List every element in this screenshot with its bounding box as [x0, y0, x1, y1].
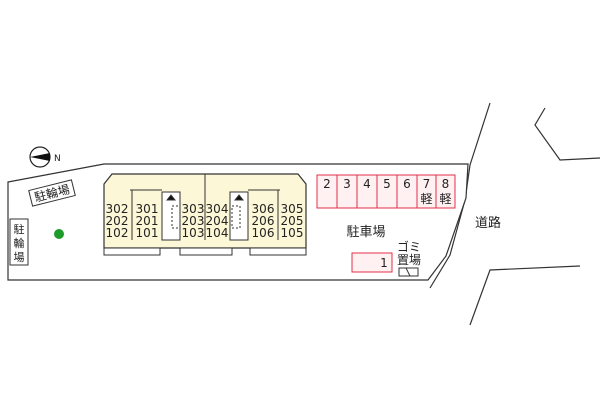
unit-numbers: 302 202 102 301 201 101 303 203 103 304 …: [106, 202, 304, 240]
north-label: N: [54, 154, 61, 164]
unit-number: 203: [182, 214, 205, 228]
parking-space-label-kei: 軽: [439, 192, 451, 206]
bicycle-parking-vertical: 駐 輪 場: [9, 218, 29, 266]
garbage-label-line-1: ゴミ: [397, 239, 421, 254]
unit-column-6: 305 205 105: [281, 202, 304, 240]
garbage-station: ゴミ 置場: [397, 239, 421, 277]
parking-space-1: 1: [351, 252, 393, 273]
north-arrow-icon: N: [29, 146, 61, 168]
unit-column-1: 302 202 102: [106, 202, 129, 240]
unit-number: 304: [206, 202, 229, 216]
unit-number: 302: [106, 202, 129, 216]
unit-column-5: 306 206 106: [252, 202, 275, 240]
unit-number: 201: [136, 214, 159, 228]
road-right-edge-lower: [469, 265, 581, 326]
parking-space-label: 8: [442, 177, 450, 191]
unit-number: 104: [206, 226, 229, 240]
parking-space-label: 3: [343, 177, 351, 191]
unit-number: 202: [106, 214, 129, 228]
unit-column-2: 301 201 101: [136, 202, 159, 240]
unit-number: 205: [281, 214, 304, 228]
road-label: 道路: [475, 215, 501, 231]
balconies: [103, 247, 307, 256]
stair-core-right: [229, 191, 249, 241]
parking-space-label: 4: [363, 177, 371, 191]
parking-space-label: 7: [423, 177, 431, 191]
parking-space-8: [435, 174, 456, 209]
unit-number: 102: [106, 226, 129, 240]
unit-number: 206: [252, 214, 275, 228]
unit-number: 105: [281, 226, 304, 240]
unit-number: 306: [252, 202, 275, 216]
unit-number: 301: [136, 202, 159, 216]
tree-icon: [54, 229, 64, 239]
parking-space-label: 5: [383, 177, 391, 191]
unit-dividers: [130, 174, 280, 240]
parking-space-label: 6: [403, 177, 411, 191]
bicycle-parking-char-1: 駐: [14, 222, 25, 236]
road-right-edge-upper: [534, 107, 600, 161]
unit-number: 101: [136, 226, 159, 240]
bicycle-parking-char-2: 輪: [14, 236, 25, 250]
unit-column-3: 303 203 103: [182, 202, 205, 240]
unit-column-4: 304 204 104: [206, 202, 229, 240]
unit-number: 103: [182, 226, 205, 240]
unit-number: 106: [252, 226, 275, 240]
unit-number: 204: [206, 214, 229, 228]
apartment-building: 302 202 102 301 201 101 303 203 103 304 …: [103, 173, 307, 256]
bicycle-parking-slanted: 駐輪場: [28, 179, 76, 207]
parking-row: [316, 174, 456, 209]
parking-space-label: 1: [380, 256, 388, 270]
stair-cores: [161, 191, 249, 241]
unit-number: 303: [182, 202, 205, 216]
unit-number: 305: [281, 202, 304, 216]
garbage-label-line-2: 置場: [397, 253, 421, 267]
parking-space-label-kei: 軽: [420, 192, 432, 206]
bicycle-parking-char-3: 場: [14, 251, 25, 264]
parking-area-label: 駐車場: [346, 225, 385, 240]
parking-row-labels: 2 3 4 5 6 7 軽 8 軽: [323, 177, 451, 206]
parking-space-label: 2: [323, 177, 331, 191]
